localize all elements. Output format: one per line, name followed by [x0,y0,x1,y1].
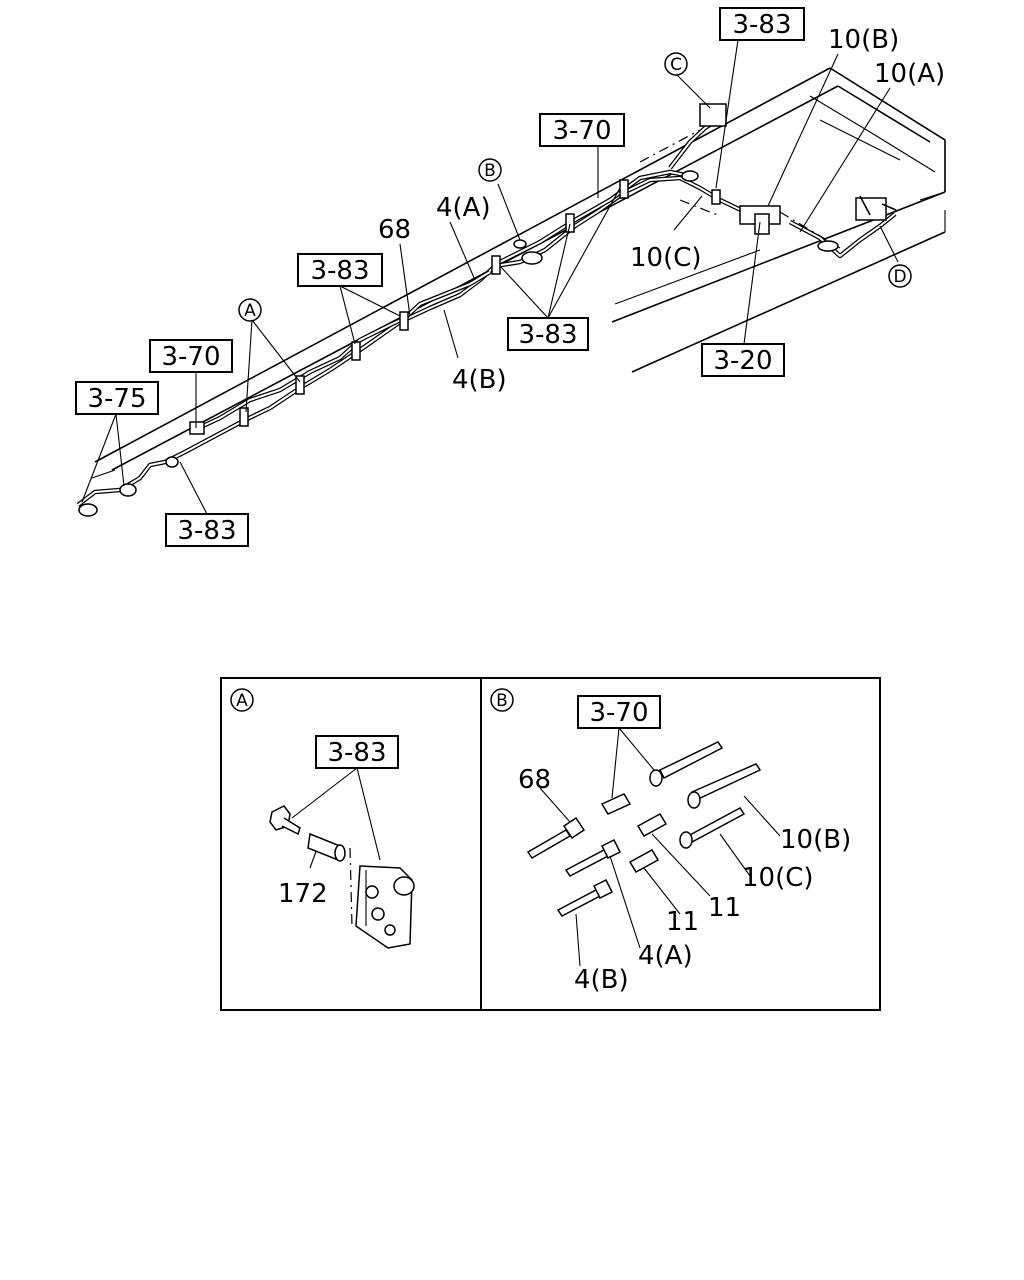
pipe-10b-detail [649,741,762,809]
label-11-b: 11 [666,907,699,937]
centerline-mid [679,199,721,217]
ref-box-top-3-83: 3-83 [719,7,805,41]
svg-text:3-83: 3-83 [310,256,369,286]
detail-a: A 3-83 172 [230,688,415,949]
svg-text:3-75: 3-75 [87,384,146,414]
svg-text:B: B [484,161,496,181]
svg-text:3-20: 3-20 [713,346,772,376]
label-4b-detail: 4(B) [574,965,629,995]
ref-box-mid-3-83: 3-83 [297,253,383,287]
bolt-part [269,805,301,836]
brake-pipe-assembly [76,116,897,507]
chassis-frame [91,67,946,479]
ref-box-bottom-3-83: 3-83 [165,513,249,547]
label-10c-detail: 10(C) [742,863,814,893]
circle-callout-d: D [888,264,912,288]
label-4a-main: 4(A) [436,193,491,223]
detail-a-ref-box: 3-83 [315,735,399,769]
label-10b-main: 10(B) [828,25,899,55]
label-68-detail: 68 [518,765,551,795]
label-10c-main: 10(C) [630,243,702,273]
centerline-upper [639,129,701,163]
pipe-clips [78,103,897,517]
ref-box-left-3-75: 3-75 [75,381,159,415]
svg-text:3-83: 3-83 [177,516,236,546]
svg-text:B: B [496,691,508,711]
spacer-part-172 [307,832,346,862]
pipe-68-detail [526,816,586,860]
leader-lines-main [81,39,899,517]
pipe-4b-detail [556,878,614,917]
label-11-a: 11 [708,893,741,923]
label-10b-detail: 10(B) [780,825,851,855]
label-4b-main: 4(B) [452,365,507,395]
ref-box-left-3-70: 3-70 [149,339,233,373]
svg-text:3-70: 3-70 [552,116,611,146]
pipe-4a-detail [564,838,622,877]
svg-text:3-83: 3-83 [518,320,577,350]
detail-panels-frame [220,677,881,1011]
svg-text:C: C [670,55,682,75]
ref-box-right-3-20: 3-20 [701,343,785,377]
detail-b-circle: B [490,688,514,712]
union-fitting-11b [628,848,660,874]
union-fitting-top [600,793,632,815]
label-4a-detail: 4(A) [638,941,693,971]
circle-callout-c: C [664,52,688,76]
ref-box-top-3-70: 3-70 [539,113,625,147]
svg-text:D: D [893,267,906,287]
svg-text:3-83: 3-83 [732,10,791,40]
clip-bracket-part [349,847,415,949]
detail-b-ref-box: 3-70 [577,695,661,729]
detail-b: B 3-70 [490,688,851,995]
svg-text:3-70: 3-70 [161,342,220,372]
pipe-10c-detail [679,807,746,849]
label-68-main: 68 [378,215,411,245]
svg-text:3-83: 3-83 [327,738,386,768]
svg-text:A: A [244,301,256,321]
label-10a-main: 10(A) [874,59,945,89]
circle-callout-b: B [478,158,502,182]
svg-text:A: A [236,691,248,711]
label-172: 172 [278,879,328,909]
detail-a-circle: A [230,688,254,712]
circle-callout-a: A [238,298,262,322]
svg-text:3-70: 3-70 [589,698,648,728]
ref-box-center-3-83: 3-83 [507,317,589,351]
union-fitting-11a [636,812,668,838]
